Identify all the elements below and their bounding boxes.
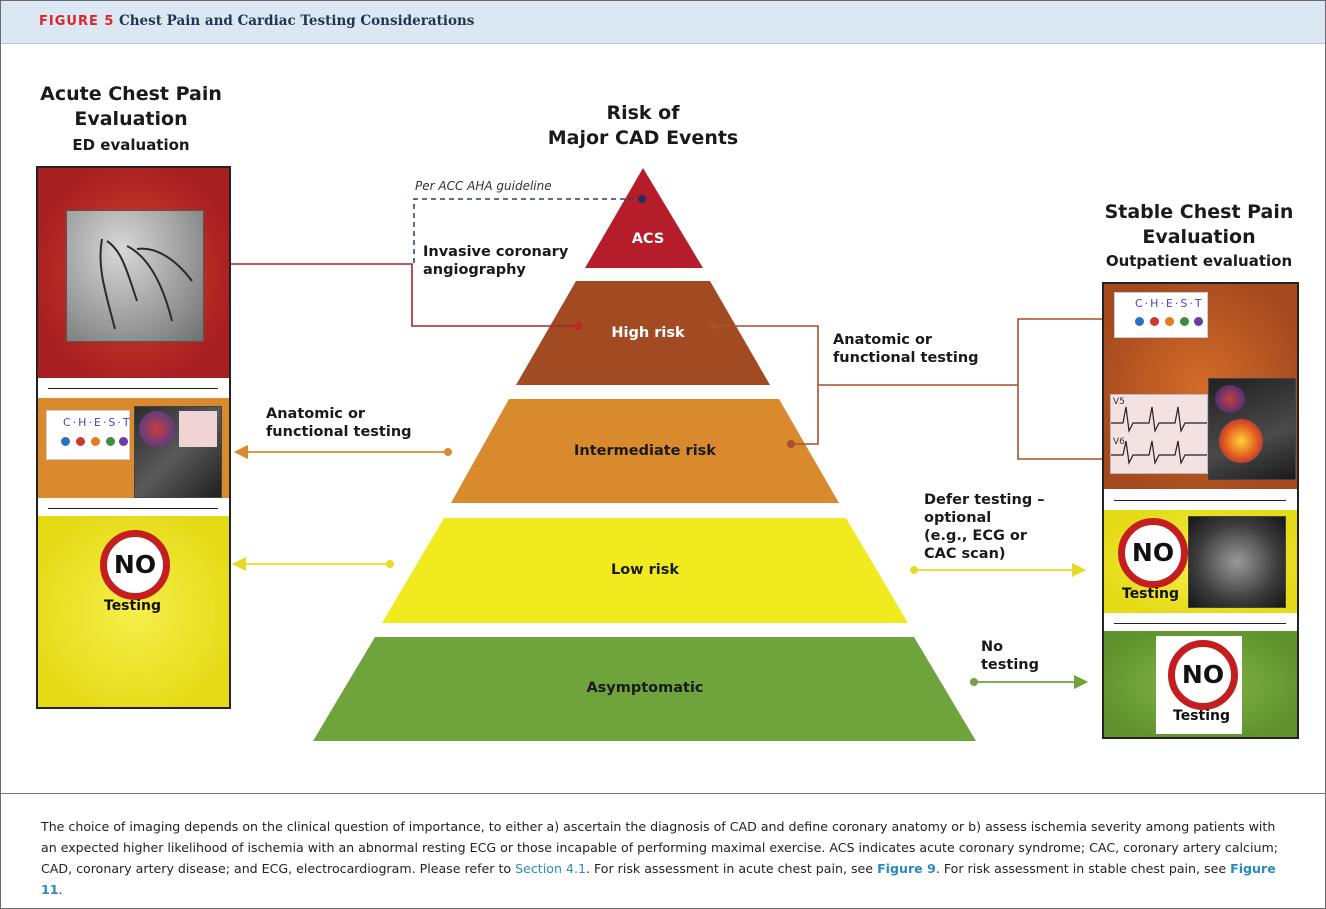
acute-chest-card: C·H·E·S·T (46, 410, 130, 460)
tier-asymptomatic-label: Asymptomatic (586, 680, 704, 696)
anatomic-right-label: Anatomic or functional testing (833, 332, 979, 366)
section-4-1-link[interactable]: Section 4.1 (515, 861, 586, 876)
invasive-connector (206, 263, 578, 327)
right-title-line1: Stable Chest Pain (1104, 201, 1294, 223)
ecg-v5-label: V5 (1113, 397, 1125, 407)
stable-divider-2 (1114, 623, 1286, 624)
invasive-dot-right (574, 322, 582, 330)
acute-scan-image (134, 406, 222, 498)
acute-divider-2 (48, 508, 218, 509)
stable-testing-label-1: Testing (1122, 586, 1179, 602)
acute-divider-1 (48, 388, 218, 389)
acute-testing-label: Testing (104, 598, 161, 614)
tier-high-shape (516, 281, 770, 385)
acute-panel: C·H·E·S·T NO Testing (36, 166, 231, 709)
left-title-line2: Evaluation (74, 108, 188, 130)
tier-acs-label: ACS (631, 231, 665, 247)
tier-asymptomatic-shape (313, 637, 976, 741)
tier-intermediate-shape (451, 399, 839, 503)
stable-no-badge-1: NO (1118, 518, 1188, 588)
stable-ct-image (1188, 516, 1286, 608)
invasive-label: Invasive coronary angiography (423, 244, 569, 278)
stable-divider-1 (1114, 500, 1286, 501)
stable-spect-image (1208, 378, 1296, 480)
left-title-line1: Acute Chest Pain (40, 83, 222, 105)
figure-title: Chest Pain and Cardiac Testing Considera… (119, 13, 475, 29)
guideline-dot (638, 195, 646, 203)
ecg-v6-label: V6 (1113, 437, 1125, 447)
stable-no-text-2: NO (1181, 660, 1225, 689)
acute-chest-text: C·H·E·S·T (63, 416, 132, 429)
anatomic-left-label: Anatomic or functional testing (266, 406, 412, 440)
diagram-canvas (202, 168, 1123, 741)
left-subtitle: ED evaluation (72, 136, 190, 154)
stable-chest-card: C·H·E·S·T (1114, 292, 1208, 338)
intermediate-dot (787, 440, 795, 448)
anatomic-branch-connector (818, 318, 1119, 460)
figure-9-link[interactable]: Figure 9 (877, 861, 936, 876)
acute-no-text: NO (113, 550, 157, 579)
defer-label: Defer testing – optional (e.g., ECG or C… (924, 492, 1045, 562)
defer-dot (910, 566, 918, 574)
acute-no-badge: NO (100, 530, 170, 600)
right-subtitle: Outpatient evaluation (1105, 252, 1293, 270)
stable-no-text-1: NO (1131, 538, 1175, 567)
high-dot (709, 322, 717, 330)
tier-high-label: High risk (611, 325, 685, 341)
stable-testing-label-2: Testing (1173, 708, 1230, 724)
stable-ecg-image: V5 V6 (1110, 394, 1208, 474)
stable-panel: C·H·E·S·T V5 V6 NO Testing (1102, 282, 1299, 739)
no-testing-dot (970, 678, 978, 686)
tier-low-shape (382, 518, 908, 623)
figure-caption: The choice of imaging depends on the cli… (41, 819, 1278, 897)
tier-low-label: Low risk (610, 562, 680, 578)
caption-separator (1, 793, 1325, 794)
figure-header: FIGURE 5 Chest Pain and Cardiac Testing … (1, 1, 1325, 44)
center-title-line2: Major CAD Events (547, 127, 739, 149)
tier-acs-shape (585, 168, 703, 268)
tier-intermediate-label: Intermediate risk (574, 443, 716, 459)
center-title-line1: Risk of (606, 102, 680, 124)
stable-chest-text: C·H·E·S·T (1135, 297, 1204, 310)
low-left-dot (386, 560, 394, 568)
guideline-dashed-connector (413, 198, 641, 263)
figure-label: FIGURE 5 (39, 14, 115, 29)
guideline-note: Per ACC AHA guideline (415, 179, 552, 193)
stable-no-badge-2: NO (1168, 640, 1238, 710)
anatomic-left-dot (444, 448, 452, 456)
no-testing-label: No testing (981, 639, 1039, 673)
angiogram-image (66, 210, 204, 342)
right-title-line2: Evaluation (1142, 226, 1256, 248)
figure-11-link[interactable]: Figure 11 (41, 861, 1276, 897)
